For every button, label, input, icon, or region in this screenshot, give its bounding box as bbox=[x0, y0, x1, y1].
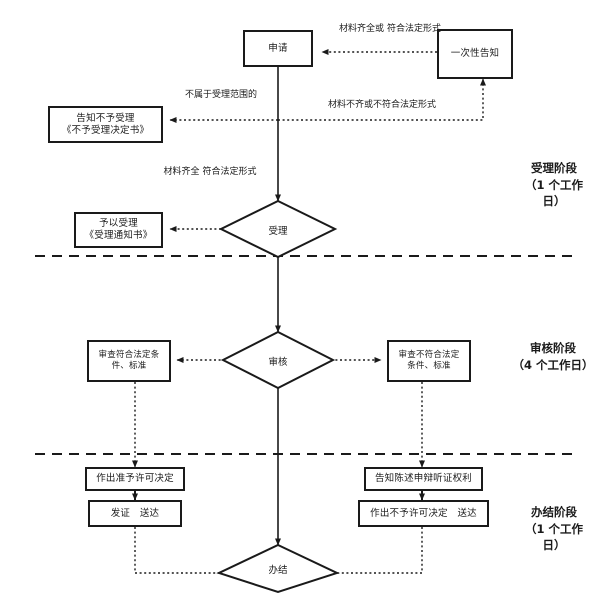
node-make-permit-decision-line-0: 作出准予许可决定 bbox=[96, 473, 174, 485]
node-notice-not-accept[interactable]: 告知不予受理 《不予受理决定书》 bbox=[48, 106, 163, 143]
node-review-conform-line-0: 审查符合法定条 bbox=[98, 350, 160, 361]
node-one-time-notice[interactable]: 一次性告知 bbox=[437, 29, 513, 79]
stage-label-completion-line-2: 日） bbox=[542, 538, 566, 553]
node-make-refuse-decision[interactable]: 作出不予许可决定 送达 bbox=[358, 500, 489, 527]
node-make-permit-decision[interactable]: 作出准予许可决定 bbox=[85, 467, 185, 491]
edge-label-materials-complete-legal-line-1: 符合法定形式 bbox=[202, 167, 257, 177]
edge-label-materials-complete-or-legal-line-1: 符合法定形式 bbox=[386, 24, 441, 34]
accept-decision-diamond bbox=[218, 199, 338, 259]
node-review-not-conform-line-0: 审查不符合法定 bbox=[398, 350, 460, 361]
node-review-not-conform[interactable]: 审查不符合法定 条件、标准 bbox=[387, 340, 471, 382]
node-grant-accept[interactable]: 予以受理 《受理通知书》 bbox=[74, 212, 163, 248]
edge-label-materials-complete-or-legal-line-0: 材料齐全或 bbox=[339, 24, 385, 34]
stage-label-review-line-0: 审核阶段 bbox=[530, 341, 576, 355]
node-grant-accept-line-0: 予以受理 bbox=[99, 218, 138, 230]
stage-label-review-line-1: （4 个工作日） bbox=[512, 357, 594, 372]
stage-label-completion-line-1: （1 个工作 bbox=[524, 521, 583, 536]
node-issue-and-deliver[interactable]: 发证 送达 bbox=[88, 500, 182, 527]
node-make-refuse-decision-line-0: 作出不予许可决定 送达 bbox=[370, 507, 477, 519]
edge-label-materials-incomplete-or-illegal-line-0: 材料不齐或不符合法定形式 bbox=[327, 100, 436, 110]
complete-decision-diamond bbox=[216, 543, 340, 594]
node-notice-not-accept-line-0: 告知不予受理 bbox=[76, 112, 135, 124]
review-decision-diamond bbox=[220, 330, 336, 390]
stage-label-review: 审核阶段 （4 个工作日） bbox=[501, 340, 605, 373]
node-grant-accept-line-1: 《受理通知书》 bbox=[84, 230, 153, 241]
edge-label-materials-complete-or-legal: 材料齐全或 符合法定形式 bbox=[330, 24, 450, 36]
node-review-conform[interactable]: 审查符合法定条 件、标准 bbox=[87, 340, 171, 382]
edge-label-out-of-scope-line-0: 不属于受理范围的 bbox=[184, 90, 257, 100]
edge-issue-to-complete bbox=[134, 527, 234, 576]
stage-label-acceptance: 受理阶段 （1 个工作 日） bbox=[508, 160, 600, 210]
node-review-conform-line-1: 件、标准 bbox=[111, 361, 147, 371]
stage-label-completion-line-0: 办结阶段 bbox=[531, 505, 577, 519]
edge-label-materials-complete-legal: 材料齐全 符合法定形式 bbox=[150, 167, 270, 179]
edge-label-out-of-scope: 不属于受理范围的 bbox=[163, 90, 279, 102]
edge-label-materials-incomplete-or-illegal: 材料不齐或不符合法定形式 bbox=[297, 100, 467, 112]
node-notice-not-accept-line-1: 《不予受理决定书》 bbox=[61, 124, 150, 136]
node-one-time-notice-line-0: 一次性告知 bbox=[450, 48, 500, 60]
node-issue-and-deliver-line-0: 发证 送达 bbox=[110, 507, 160, 519]
node-apply[interactable]: 申请 bbox=[243, 30, 313, 67]
edge-label-materials-complete-legal-line-0: 材料齐全 bbox=[163, 167, 200, 177]
stage-label-acceptance-line-0: 受理阶段 bbox=[531, 161, 577, 175]
stage-label-acceptance-line-2: 日） bbox=[542, 194, 566, 209]
node-apply-line-0: 申请 bbox=[268, 42, 288, 54]
edge-refuse-to-complete bbox=[322, 527, 423, 576]
stage-label-completion: 办结阶段 （1 个工作 日） bbox=[508, 504, 600, 554]
node-notice-rights[interactable]: 告知陈述申辩听证权利 bbox=[364, 467, 483, 491]
stage-label-acceptance-line-1: （1 个工作 bbox=[524, 177, 583, 192]
node-notice-rights-line-0: 告知陈述申辩听证权利 bbox=[374, 473, 472, 485]
node-review-not-conform-line-1: 条件、标准 bbox=[407, 361, 451, 371]
